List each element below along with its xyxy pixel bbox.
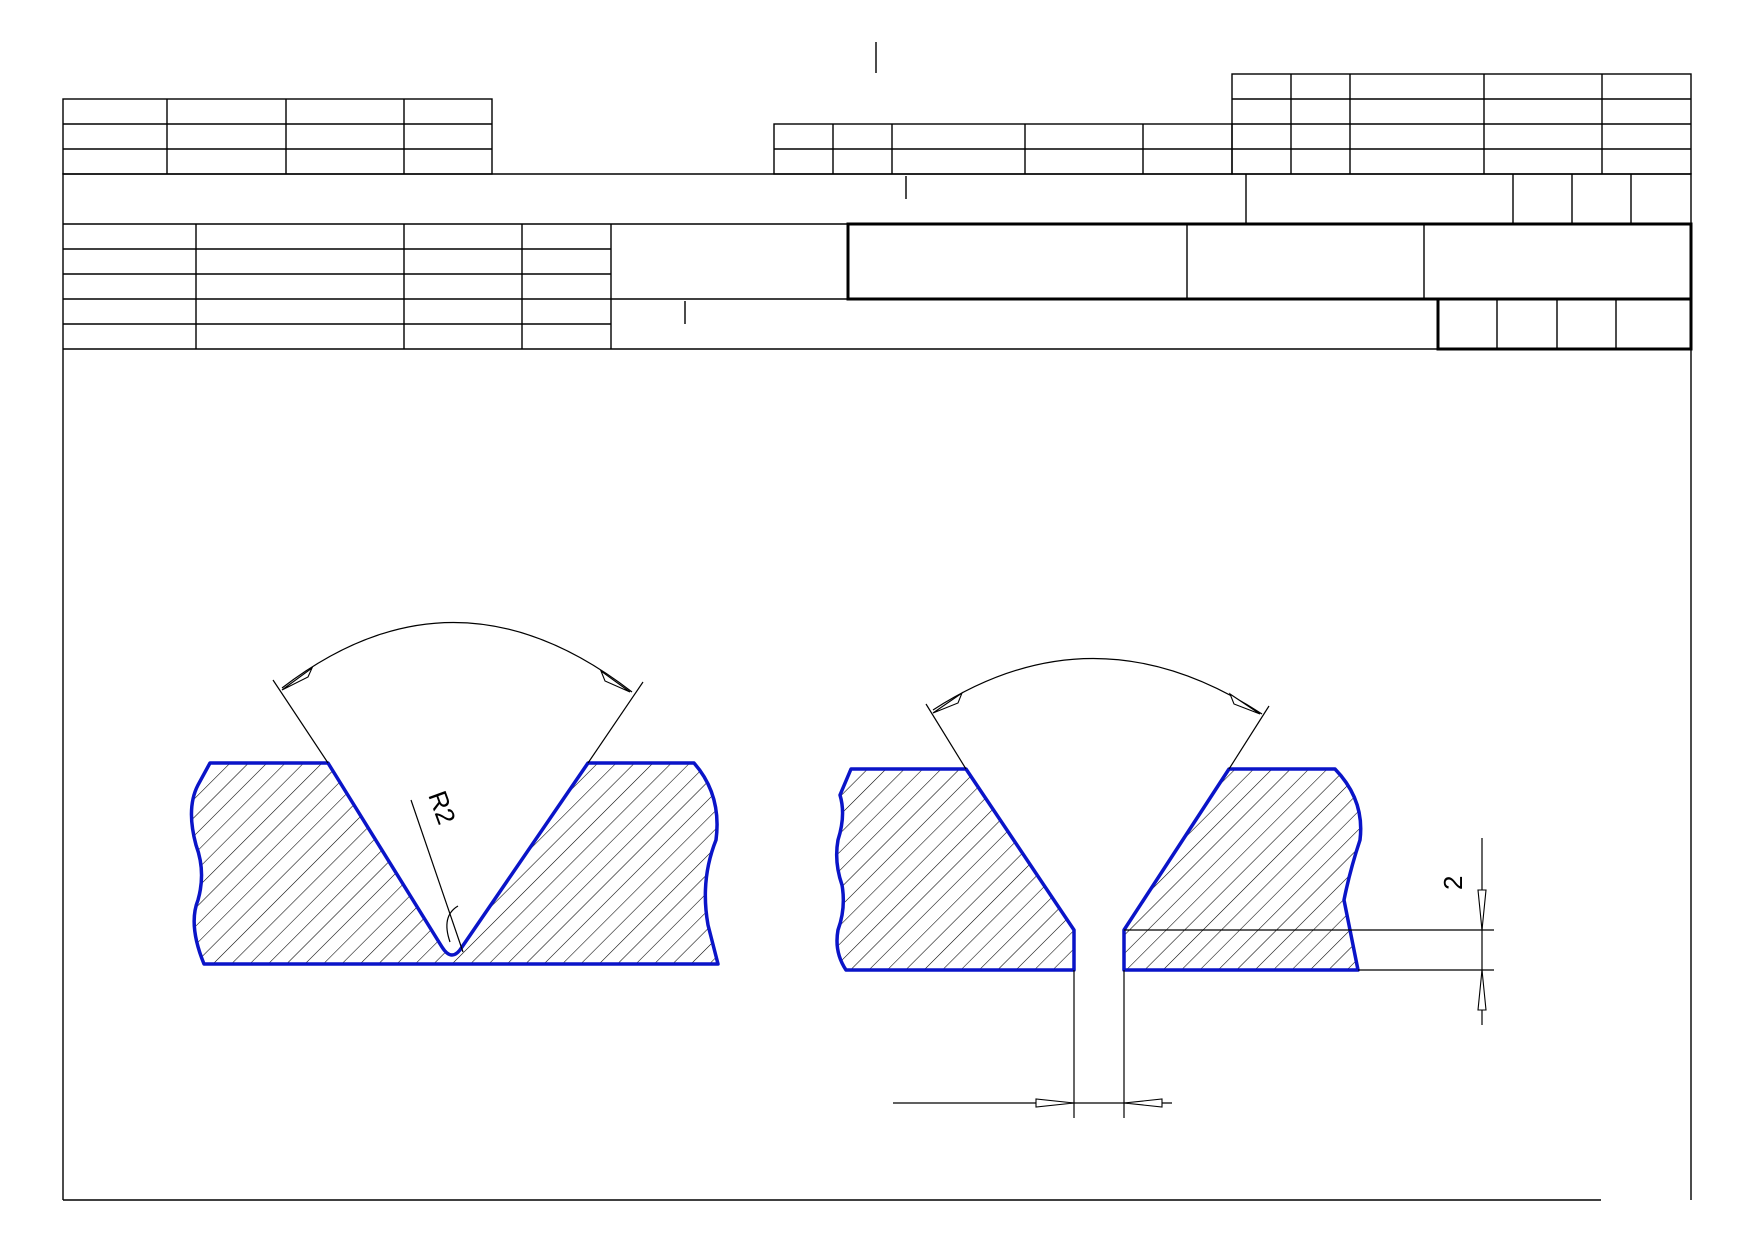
title-band-row [63,173,1691,225]
title-table-right-top [1231,73,1692,175]
height-label: 2 [1438,876,1468,890]
title-table-left-top [62,98,493,175]
right-angle-dimension-arc [932,657,1263,715]
left-extension-line-right [587,681,644,764]
title-thick-boxes [846,222,1693,351]
left-groove-view: R2 [189,621,720,966]
left-angle-dimension-arc [281,621,633,693]
left-angle-arrow-right [599,669,631,693]
right-groove-plate-right [1122,767,1363,972]
left-angle-arrow-left [281,666,314,691]
left-extension-line-left [272,679,329,764]
gap-arrow-right [1123,1098,1163,1108]
right-extension-line-left [925,703,967,770]
radius-label: R2 [422,787,462,829]
height-arrow-top [1477,889,1487,931]
gap-arrow-left [1035,1098,1075,1108]
radius-arc-mark [446,905,459,943]
right-angle-arrow-right [1228,692,1261,715]
right-extension-line-right [1228,705,1270,770]
sheet-frame [62,42,1692,1201]
title-table-middle [773,123,1233,175]
title-table-left-bottom [63,224,1691,350]
left-groove-plate-section [189,761,720,966]
radius-leader-line [410,799,464,953]
right-groove-plate-left [834,767,1076,972]
height-arrow-bottom [1477,969,1487,1011]
right-angle-arrow-left [932,691,964,714]
right-groove-view: 2 [834,657,1494,1118]
